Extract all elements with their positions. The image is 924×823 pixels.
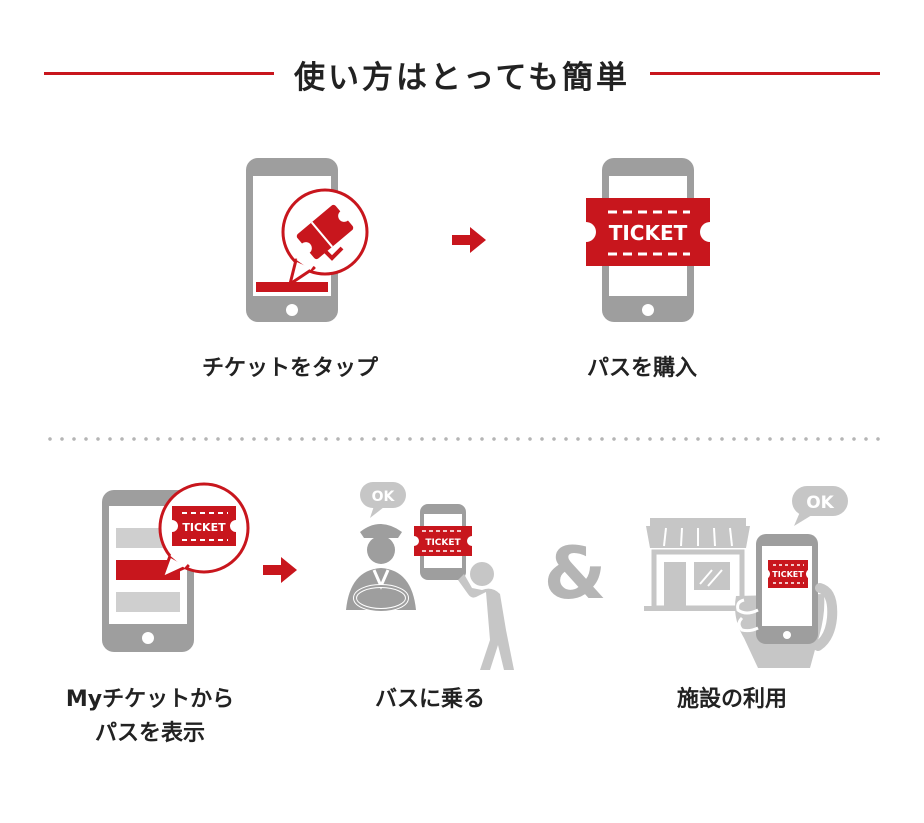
arrow-right-icon <box>263 557 297 583</box>
step-label-show-pass-line2: パスを表示 <box>94 721 205 746</box>
arrow-right-icon <box>452 227 486 253</box>
ticket-text: TICKET <box>609 221 688 245</box>
section-header: 使い方はとっても簡単 <box>0 48 924 98</box>
shop-scene-icon: OK TICKET <box>644 486 848 668</box>
person-icon <box>458 574 514 670</box>
ampersand-icon: & <box>544 532 607 612</box>
ticket-text: TICKET <box>425 538 461 548</box>
phone-ticket-icon: TICKET <box>586 158 710 322</box>
ok-text: OK <box>806 493 834 513</box>
bus-driver-scene-icon: OK TICKET <box>346 482 514 670</box>
step-label-use-facility: 施設の利用 <box>676 687 787 712</box>
step-label-board-bus: バスに乗る <box>374 687 485 712</box>
header-line-left <box>44 72 274 75</box>
hand-phone-icon: TICKET <box>735 534 838 668</box>
phone-my-ticket-icon: TICKET <box>102 482 250 652</box>
step-label-show-pass-line1: Myチケットから <box>65 687 235 712</box>
ok-text: OK <box>372 489 396 505</box>
step-label-buy-pass: パスを購入 <box>586 356 697 381</box>
shop-icon <box>644 518 752 611</box>
ticket-text: TICKET <box>182 521 226 534</box>
step-label-show-pass: Myチケットから パスを表示 <box>40 683 260 751</box>
driver-cap <box>360 524 402 538</box>
svg-text:&: & <box>544 532 607 612</box>
header-line-right <box>650 72 880 75</box>
step-label-tap-ticket: チケットをタップ <box>201 356 378 381</box>
ticket-text: TICKET <box>772 570 804 579</box>
phone-tap-ticket-icon <box>246 158 369 322</box>
dotted-divider <box>44 437 880 441</box>
page-title: 使い方はとっても簡単 <box>294 60 630 96</box>
